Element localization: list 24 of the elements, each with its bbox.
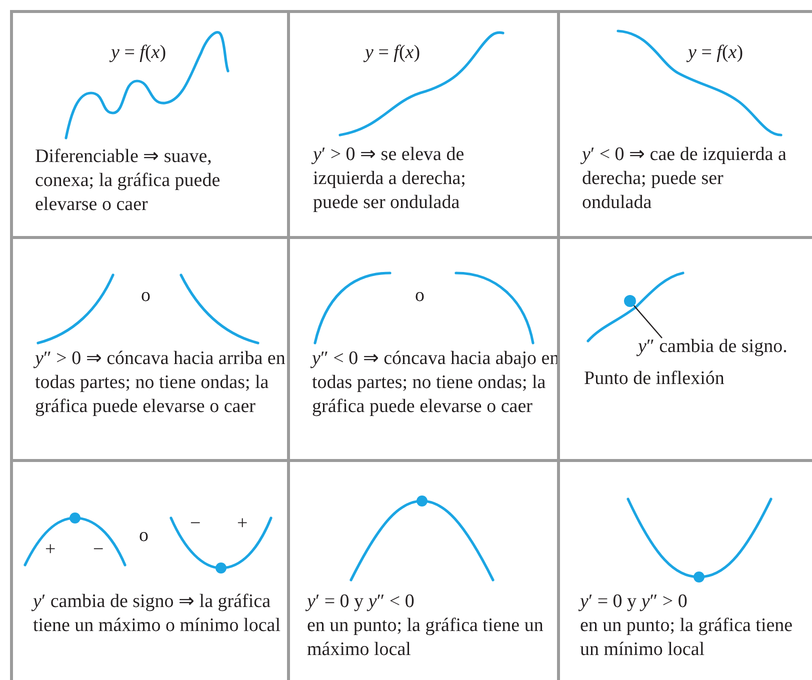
conjunction-text: o	[141, 284, 150, 308]
conjunction-text: o	[139, 524, 148, 548]
table-cell	[10, 10, 290, 239]
condition-formula: y′ = 0 y y″ > 0	[580, 590, 688, 614]
leader-line	[633, 305, 662, 338]
sign-change-label: y″ cambia de signo.	[638, 335, 788, 359]
description-text: en un punto; la gráfica tiene un mínimo local	[580, 614, 794, 662]
inflection-point	[624, 295, 636, 307]
inflection-point-label: Punto de inflexión	[584, 367, 724, 391]
function-label: y = f(x)	[111, 41, 166, 65]
function-label: y = f(x)	[688, 41, 744, 65]
sign-label: +	[237, 512, 248, 536]
function-label: y = f(x)	[365, 41, 420, 65]
description-text: y′ < 0 ⇒ cae de izquierda a derecha; puede ser ondulada	[582, 143, 787, 215]
description-text: y′ > 0 ⇒ se eleva de izquierda a derecha; puede ser ondulada	[313, 143, 467, 215]
conjunction-text: o	[415, 284, 424, 308]
description-text: y′ cambia de signo ⇒ la gráfica tiene un máximo o mínimo local	[33, 590, 282, 638]
description-text: y″ > 0 ⇒ cóncava hacia arriba en todas partes; no tiene ondas; la gráfica puede elevarse o caer	[35, 347, 286, 419]
condition-formula: y′ = 0 y y″ < 0	[307, 590, 414, 614]
description-text: en un punto; la gráfica tiene un máximo local	[307, 614, 544, 662]
sign-label: +	[45, 538, 56, 562]
description-text: Diferenciable ⇒ suave, conexa; la gráfica puede elevarse o caer	[35, 145, 222, 217]
sign-label: −	[190, 512, 201, 536]
sign-label: −	[93, 538, 104, 562]
